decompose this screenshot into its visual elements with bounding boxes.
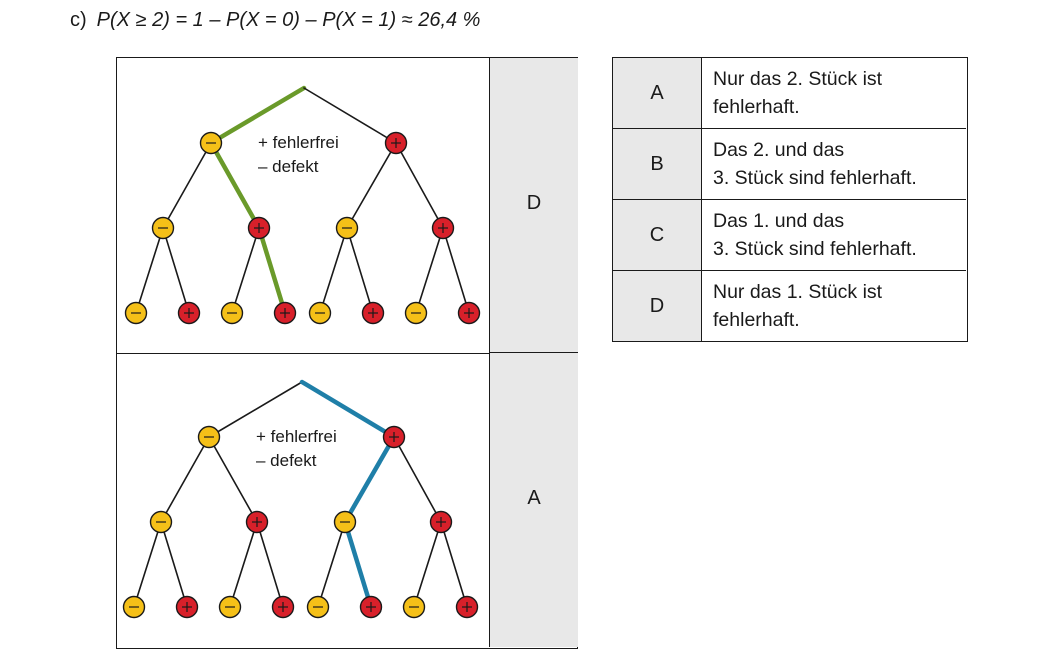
- option-text-line2: fehlerhaft.: [713, 309, 800, 331]
- option-text-line2: 3. Stück sind fehlerhaft.: [713, 167, 917, 189]
- tree-answer-grid: D A: [116, 57, 578, 649]
- task-label: c): [70, 9, 87, 31]
- option-row: A Nur das 2. Stück ist fehlerhaft.: [613, 58, 966, 129]
- option-row: B Das 2. und das 3. Stück sind fehlerhaft…: [613, 129, 966, 200]
- option-letter: A: [613, 58, 702, 128]
- answer-divider: [490, 352, 578, 353]
- option-text-line2: 3. Stück sind fehlerhaft.: [713, 238, 917, 260]
- answer-cell-1: D: [526, 192, 542, 214]
- option-text: Das 2. und das 3. Stück sind fehlerhaft.: [713, 136, 963, 192]
- option-row: D Nur das 1. Stück ist fehlerhaft.: [613, 271, 966, 341]
- option-letter: C: [613, 200, 702, 270]
- option-text: Nur das 1. Stück ist fehlerhaft.: [713, 278, 963, 334]
- answer-column: D A: [489, 58, 578, 647]
- tree-cell-2: [117, 354, 489, 649]
- option-text: Nur das 2. Stück ist fehlerhaft.: [713, 65, 963, 121]
- option-text-line2: fehlerhaft.: [713, 96, 800, 118]
- option-text-line1: Nur das 1. Stück ist: [713, 281, 883, 303]
- probability-formula: P(X ≥ 2) = 1 – P(X = 0) – P(X = 1) ≈ 26,…: [96, 9, 481, 31]
- option-letter: D: [613, 271, 702, 341]
- option-letter: B: [613, 129, 702, 199]
- tree-cell-1: [117, 58, 489, 354]
- options-table: A Nur das 2. Stück ist fehlerhaft. B Das …: [612, 57, 968, 342]
- option-text-line1: Nur das 2. Stück ist: [713, 68, 883, 90]
- formula-line: c) P(X ≥ 2) = 1 – P(X = 0) – P(X = 1) ≈ 2…: [70, 6, 480, 34]
- option-text: Das 1. und das 3. Stück sind fehlerhaft.: [713, 207, 963, 263]
- answer-cell-2: A: [527, 487, 541, 509]
- option-row: C Das 1. und das 3. Stück sind fehlerhaft…: [613, 200, 966, 271]
- option-text-line1: Das 1. und das: [713, 210, 845, 232]
- option-text-line1: Das 2. und das: [713, 139, 845, 161]
